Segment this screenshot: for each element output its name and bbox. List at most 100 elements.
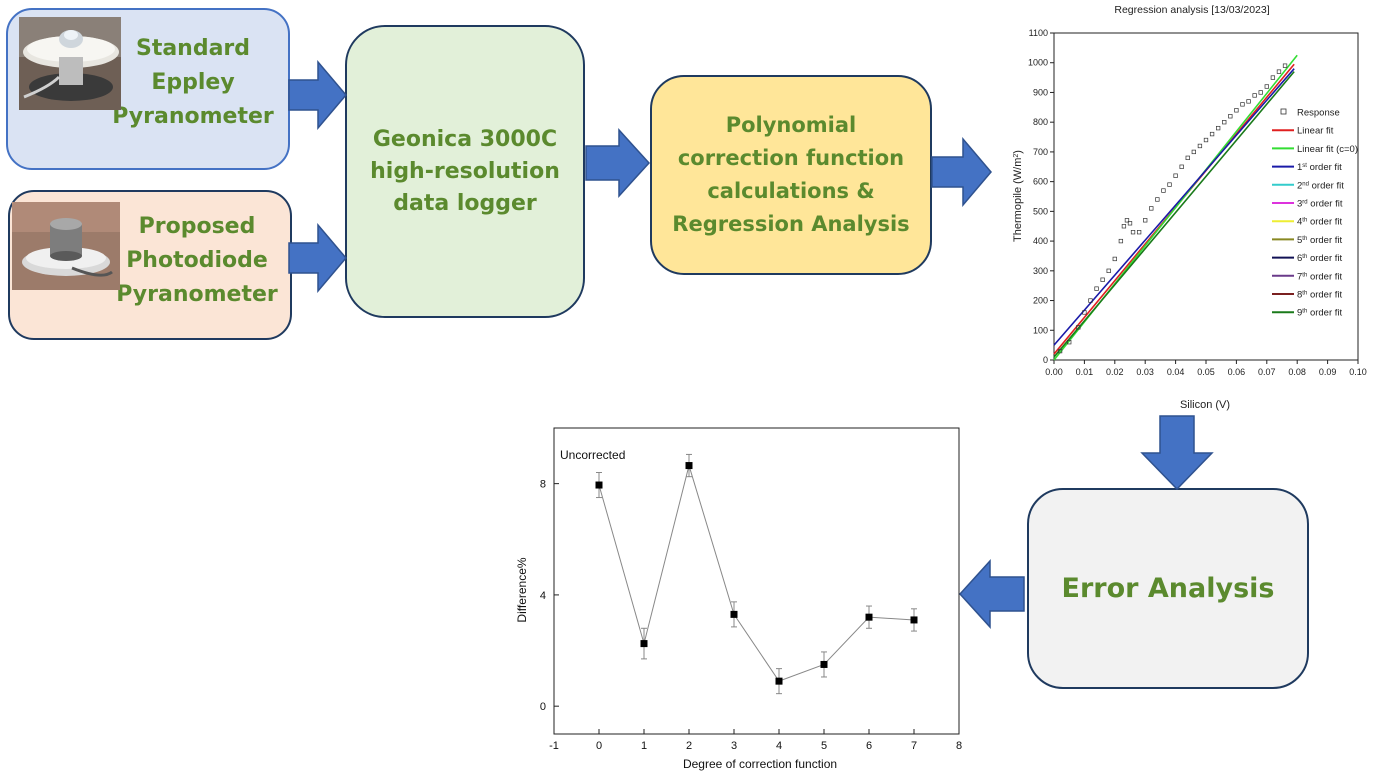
difference-xtick-label: 2	[686, 740, 692, 752]
photodiode-label-line1: Proposed	[138, 214, 256, 239]
regression-data-point	[1228, 114, 1233, 119]
regression-xtick-label: 0.03	[1136, 367, 1154, 377]
regression-xtick-label: 0.07	[1258, 367, 1276, 377]
regression-data-point	[1118, 238, 1124, 244]
regression-data-point	[1252, 93, 1257, 98]
regression-data-point	[1185, 155, 1190, 161]
regression-ytick-label: 0	[1043, 355, 1048, 365]
regression-ytick-label: 900	[1033, 87, 1048, 97]
regression-data-point	[1246, 99, 1251, 104]
regression-data-point	[1276, 69, 1282, 74]
legend-marker-response	[1280, 108, 1287, 115]
difference-ylabel: Difference%	[515, 557, 529, 622]
error-analysis-box: Error Analysis	[1027, 488, 1309, 689]
regression-data-point	[1179, 164, 1184, 169]
polynomial-label-line1: Polynomial	[725, 113, 857, 137]
regression-data-point	[1149, 206, 1154, 211]
arrow-error-to-difference	[958, 559, 1025, 629]
legend-label: 7th order fit	[1297, 271, 1343, 282]
regression-data-point	[1082, 310, 1087, 315]
arrow-polynomial-to-regression	[931, 137, 992, 207]
regression-ytick-label: 500	[1033, 206, 1048, 216]
polynomial-label-line3: calculations &	[707, 179, 875, 203]
legend-label: Response	[1297, 108, 1340, 119]
arrow-eppley-to-logger	[288, 60, 347, 130]
photodiode-label-line2: Photodiode	[126, 248, 268, 273]
photodiode-label-line3: Pyranometer	[116, 282, 278, 307]
regression-ytick-label: 100	[1033, 325, 1048, 335]
regression-fit-line	[1053, 68, 1295, 346]
difference-data-point	[730, 610, 738, 618]
regression-data-point	[1143, 218, 1148, 223]
regression-data-point	[1106, 268, 1111, 273]
logger-label-line2: high-resolution	[370, 158, 560, 184]
regression-data-point	[1240, 102, 1245, 107]
eppley-label-line2: Eppley	[151, 70, 235, 95]
legend-label: 6th order fit	[1297, 253, 1343, 264]
difference-xtick-label: 0	[596, 740, 602, 752]
regression-data-point	[1216, 125, 1221, 131]
regression-data-point	[1121, 224, 1127, 229]
regression-data-point	[1161, 188, 1166, 193]
regression-data-point	[1155, 197, 1160, 202]
difference-annotation: Uncorrected	[560, 448, 625, 462]
logger-label-line1: Geonica 3000C	[372, 126, 558, 152]
regression-data-point	[1130, 230, 1136, 235]
difference-data-point	[910, 616, 918, 624]
arrow-photodiode-to-logger	[288, 223, 347, 293]
difference-ytick-label: 0	[540, 701, 546, 713]
regression-data-point	[1076, 325, 1081, 330]
regression-ytick-label: 200	[1033, 296, 1048, 306]
legend-label: 2nd order fit	[1297, 180, 1344, 191]
legend-label: 8th order fit	[1297, 290, 1343, 301]
data-logger-box: Geonica 3000C high-resolution data logge…	[345, 25, 585, 318]
legend-label: Linear fit (c=0)	[1297, 144, 1358, 155]
difference-data-point	[595, 481, 603, 489]
difference-data-point	[820, 660, 828, 668]
polynomial-correction-box: Polynomial correction function calculati…	[650, 75, 932, 275]
regression-xlabel: Silicon (V)	[1180, 399, 1230, 411]
regression-xtick-label: 0.10	[1349, 367, 1367, 377]
eppley-label-line3: Pyranometer	[112, 104, 274, 129]
regression-xtick-label: 0.09	[1319, 367, 1337, 377]
regression-ytick-label: 300	[1033, 266, 1048, 276]
difference-data-point	[865, 613, 873, 621]
regression-data-point	[1088, 298, 1093, 303]
regression-data-point	[1264, 84, 1269, 89]
regression-data-point	[1127, 221, 1133, 226]
legend-label: 9th order fit	[1297, 308, 1343, 319]
difference-xtick-label: 6	[866, 740, 872, 752]
polynomial-label-line4: Regression Analysis	[672, 212, 910, 236]
regression-ytick-label: 400	[1033, 236, 1048, 246]
regression-ylabel: Thermopile (W/m2)	[1012, 150, 1024, 242]
logger-label-line3: data logger	[393, 190, 537, 216]
error-analysis-label: Error Analysis	[1061, 573, 1275, 604]
regression-ytick-label: 700	[1033, 147, 1048, 157]
difference-plot-frame	[553, 427, 960, 735]
regression-data-point	[1057, 348, 1063, 354]
difference-ytick-label: 4	[540, 590, 546, 602]
regression-data-point	[1234, 108, 1239, 113]
regression-fit-line	[1053, 71, 1295, 358]
regression-data-point	[1112, 256, 1117, 262]
regression-xtick-label: 0.01	[1076, 367, 1094, 377]
regression-data-point	[1270, 75, 1276, 80]
difference-xtick-label: 3	[731, 740, 737, 752]
legend-label: 5th order fit	[1297, 235, 1343, 246]
difference-xtick-label: 1	[641, 740, 647, 752]
difference-data-point	[640, 640, 648, 648]
arrow-logger-to-polynomial	[585, 128, 651, 198]
regression-data-point	[1209, 131, 1215, 137]
regression-data-point	[1067, 340, 1072, 345]
legend-label: 4th order fit	[1297, 217, 1343, 228]
regression-ytick-label: 1100	[1029, 28, 1048, 38]
regression-xtick-label: 0.04	[1167, 367, 1185, 377]
regression-data-point	[1222, 120, 1227, 125]
regression-data-point	[1173, 173, 1178, 178]
difference-data-point	[685, 462, 693, 470]
difference-ytick-label: 8	[540, 479, 546, 491]
regression-xtick-label: 0.02	[1106, 367, 1124, 377]
difference-xtick-label: 8	[956, 740, 962, 752]
